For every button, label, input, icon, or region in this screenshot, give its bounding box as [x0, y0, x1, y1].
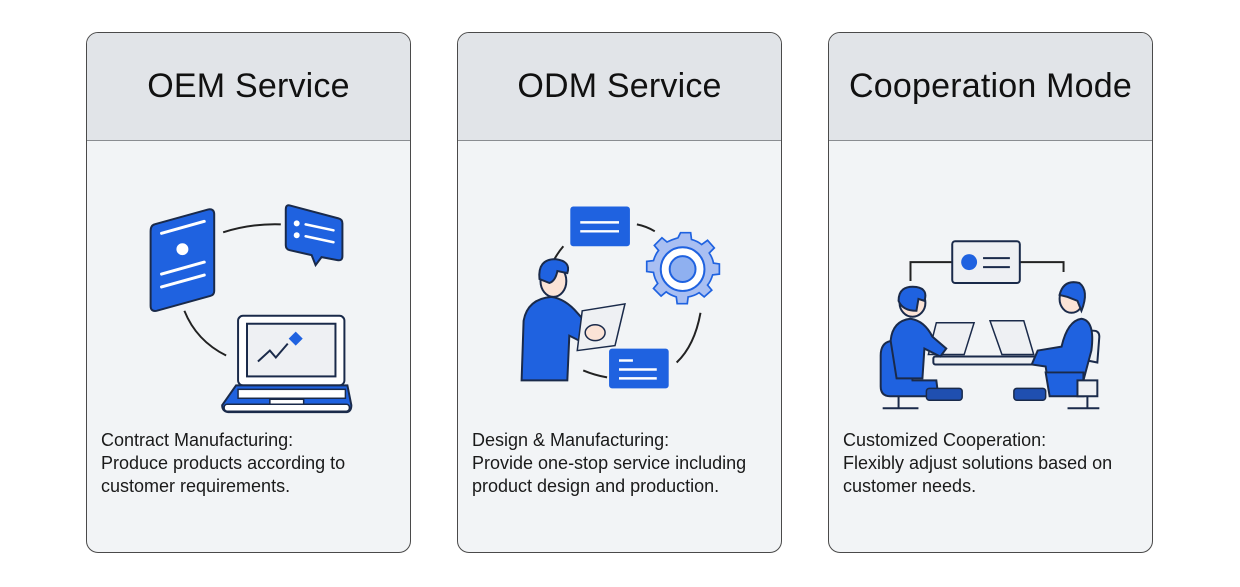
document-icon — [149, 208, 216, 312]
description-body: Produce products according to customer r… — [101, 453, 346, 496]
card-header: OEM Service — [87, 33, 410, 141]
card-title: OEM Service — [147, 67, 350, 105]
card-header: ODM Service — [458, 33, 781, 141]
description-body: Provide one-stop service including produ… — [472, 453, 747, 496]
odm-service-card: ODM Service — [457, 32, 782, 553]
card-header: Cooperation Mode — [829, 33, 1152, 141]
description-heading: Contract Manufacturing: — [101, 430, 294, 450]
documents-chat-laptop-chart-icon — [149, 204, 353, 414]
description-heading: Design & Manufacturing: — [472, 430, 670, 450]
cooperation-mode-card: Cooperation Mode — [828, 32, 1153, 553]
oem-service-card: OEM Service — [86, 32, 411, 553]
meeting-table-people-icon — [879, 240, 1101, 410]
card-description: Design & Manufacturing: Provide one-stop… — [472, 429, 746, 498]
person-right-icon — [1013, 281, 1101, 410]
card-description: Contract Manufacturing: Produce products… — [101, 429, 345, 498]
description-heading: Customized Cooperation: — [843, 430, 1047, 450]
card-title: ODM Service — [517, 67, 722, 105]
designer-person-icon — [520, 258, 626, 382]
card-title: Cooperation Mode — [849, 67, 1132, 105]
message-card-icon — [609, 348, 669, 389]
chat-bubble-icon — [284, 204, 344, 268]
description-body: Flexibly adjust solutions based on custo… — [843, 453, 1113, 496]
info-card-icon — [951, 240, 1021, 284]
gear-icon — [645, 231, 721, 305]
designer-gear-cycle-icon — [520, 206, 721, 389]
card-description: Customized Cooperation: Flexibly adjust … — [843, 429, 1112, 498]
message-card-icon — [570, 206, 630, 247]
person-left-icon — [879, 285, 963, 410]
laptop-chart-icon — [221, 314, 353, 414]
